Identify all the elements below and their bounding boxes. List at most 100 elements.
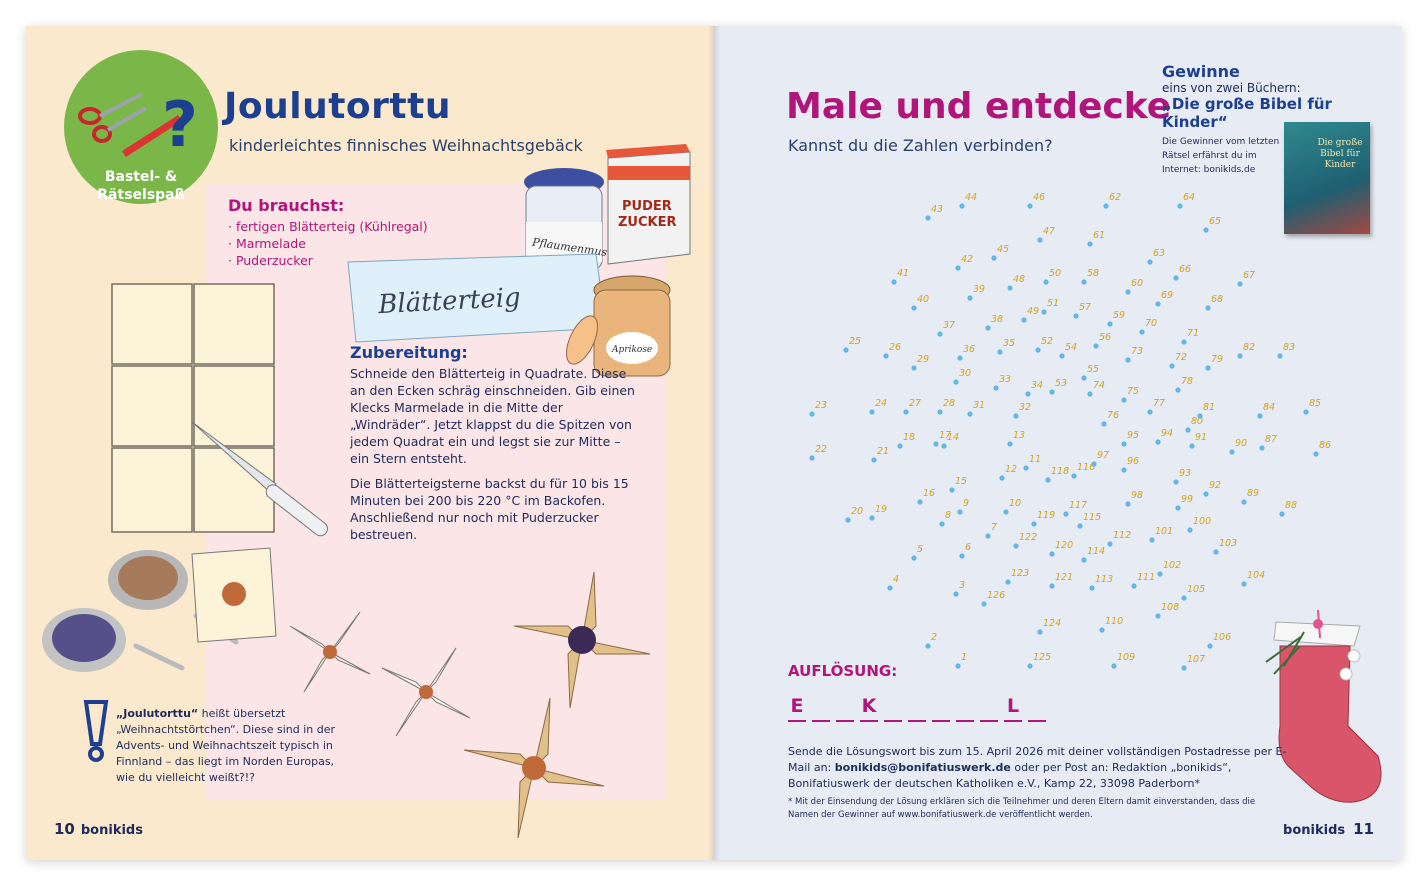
dot-point[interactable] [1125, 501, 1131, 507]
dot-point[interactable] [1007, 285, 1013, 291]
dot-point[interactable] [1021, 317, 1027, 323]
dot-point[interactable] [993, 385, 999, 391]
dot-point[interactable] [1111, 663, 1117, 669]
dot-point[interactable] [1043, 279, 1049, 285]
dot-point[interactable] [957, 355, 963, 361]
dot-point[interactable] [955, 265, 961, 271]
dot-point[interactable] [1007, 441, 1013, 447]
dot-point[interactable] [1081, 557, 1087, 563]
dot-point[interactable] [967, 411, 973, 417]
dot-point[interactable] [933, 441, 939, 447]
dot-point[interactable] [1229, 449, 1235, 455]
dot-point[interactable] [981, 601, 987, 607]
dot-point[interactable] [809, 411, 815, 417]
dot-point[interactable] [1027, 663, 1033, 669]
dot-point[interactable] [1189, 443, 1195, 449]
dot-point[interactable] [1175, 505, 1181, 511]
dot-point[interactable] [1005, 579, 1011, 585]
dot-point[interactable] [1147, 259, 1153, 265]
dot-point[interactable] [1147, 409, 1153, 415]
dot-point[interactable] [1087, 391, 1093, 397]
dot-point[interactable] [1107, 541, 1113, 547]
dot-point[interactable] [1093, 343, 1099, 349]
email-link[interactable]: bonikids@bonifatiuswerk.de [834, 761, 1011, 774]
dot-point[interactable] [1031, 521, 1037, 527]
solution-slot[interactable] [956, 694, 974, 722]
dot-point[interactable] [999, 475, 1005, 481]
dot-point[interactable] [985, 325, 991, 331]
dot-point[interactable] [1241, 499, 1247, 505]
dot-point[interactable] [1181, 665, 1187, 671]
solution-slot[interactable] [884, 694, 902, 722]
dot-point[interactable] [1149, 537, 1155, 543]
dot-point[interactable] [1187, 527, 1193, 533]
dot-point[interactable] [1045, 477, 1051, 483]
dot-point[interactable] [1125, 357, 1131, 363]
dot-point[interactable] [869, 515, 875, 521]
dot-point[interactable] [1049, 389, 1055, 395]
dot-point[interactable] [1089, 585, 1095, 591]
dot-point[interactable] [1237, 281, 1243, 287]
dot-point[interactable] [1025, 391, 1031, 397]
dot-point[interactable] [967, 295, 973, 301]
dot-point[interactable] [1203, 227, 1209, 233]
dot-point[interactable] [1041, 309, 1047, 315]
dot-point[interactable] [845, 517, 851, 523]
dot-point[interactable] [911, 365, 917, 371]
dot-point[interactable] [1173, 275, 1179, 281]
dot-point[interactable] [955, 663, 961, 669]
dot-point[interactable] [1173, 479, 1179, 485]
dot-point[interactable] [809, 455, 815, 461]
dot-point[interactable] [1241, 581, 1247, 587]
dot-point[interactable] [1037, 629, 1043, 635]
dot-point[interactable] [925, 643, 931, 649]
dot-point[interactable] [1155, 301, 1161, 307]
dot-point[interactable] [1303, 409, 1309, 415]
dot-point[interactable] [1091, 461, 1097, 467]
dot-point[interactable] [1121, 441, 1127, 447]
dot-point[interactable] [957, 509, 963, 515]
dot-point[interactable] [1101, 421, 1107, 427]
dot-point[interactable] [1035, 347, 1041, 353]
dot-point[interactable] [1169, 363, 1175, 369]
dot-point[interactable] [1157, 571, 1163, 577]
dot-point[interactable] [1087, 241, 1093, 247]
dot-point[interactable] [917, 499, 923, 505]
dot-point[interactable] [1277, 353, 1283, 359]
dot-point[interactable] [1181, 595, 1187, 601]
dot-point[interactable] [1155, 613, 1161, 619]
solution-slot[interactable] [908, 694, 926, 722]
dot-point[interactable] [1197, 413, 1203, 419]
dot-point[interactable] [959, 203, 965, 209]
dot-point[interactable] [1071, 473, 1077, 479]
dot-point[interactable] [1099, 627, 1105, 633]
dot-point[interactable] [985, 533, 991, 539]
dot-point[interactable] [1125, 289, 1131, 295]
dot-point[interactable] [1237, 353, 1243, 359]
dot-point[interactable] [939, 521, 945, 527]
dot-point[interactable] [903, 409, 909, 415]
dot-point[interactable] [897, 443, 903, 449]
dot-point[interactable] [1175, 387, 1181, 393]
dot-point[interactable] [1003, 509, 1009, 515]
dot-point[interactable] [925, 215, 931, 221]
dot-point[interactable] [843, 347, 849, 353]
dot-point[interactable] [1063, 511, 1069, 517]
dot-point[interactable] [937, 409, 943, 415]
dot-point[interactable] [891, 279, 897, 285]
dot-point[interactable] [911, 305, 917, 311]
dot-point[interactable] [1027, 203, 1033, 209]
dot-point[interactable] [1103, 203, 1109, 209]
dot-point[interactable] [1131, 583, 1137, 589]
dot-point[interactable] [959, 553, 965, 559]
solution-slot[interactable] [812, 694, 830, 722]
dot-point[interactable] [1107, 321, 1113, 327]
dot-point[interactable] [1121, 467, 1127, 473]
solution-slot[interactable] [836, 694, 854, 722]
solution-slot[interactable]: E [788, 694, 806, 722]
dot-point[interactable] [1205, 305, 1211, 311]
dot-point[interactable] [1185, 427, 1191, 433]
dot-point[interactable] [1203, 491, 1209, 497]
solution-slot[interactable]: K [860, 694, 878, 722]
dot-point[interactable] [991, 255, 997, 261]
